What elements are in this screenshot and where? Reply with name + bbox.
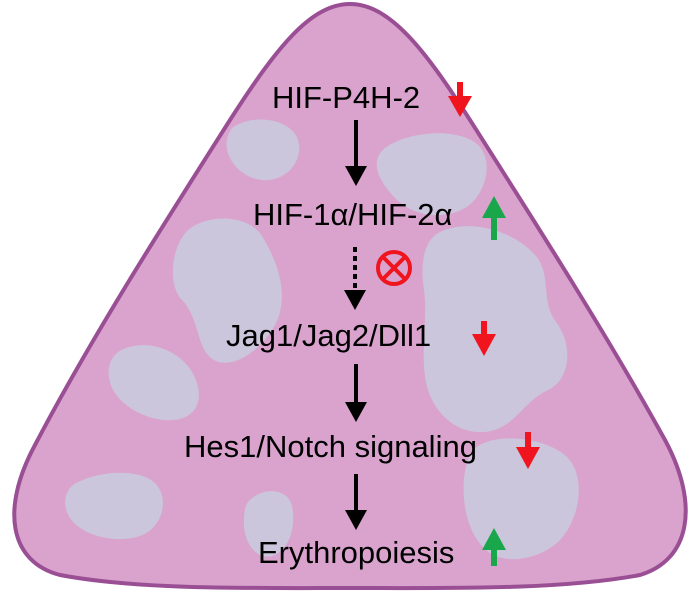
arrow-jag-to-hes (345, 364, 367, 422)
node-hif-alpha: HIF-1α/HIF-2α (253, 197, 453, 232)
cell-island (422, 226, 568, 433)
arrow-hes-to-erythropoiesis (345, 474, 367, 530)
arrow-down-icon (472, 321, 496, 356)
node-jag1-jag2-dll1: Jag1/Jag2/Dll1 (226, 318, 432, 353)
node-hes1-notch-signaling: Hes1/Notch signaling (184, 429, 477, 464)
node-erythropoiesis: Erythropoiesis (258, 535, 455, 570)
arrow-hif-p4h2-to-hif-alpha (345, 120, 367, 186)
cell-island (226, 119, 300, 181)
cell-island (244, 491, 294, 557)
cell-islands (65, 119, 579, 560)
cell-island (376, 133, 487, 216)
cell-island (172, 218, 282, 363)
pathway-arrows (344, 120, 367, 530)
arrow-down-icon (448, 82, 472, 117)
inhibition-icon (376, 250, 412, 286)
arrow-down-icon (516, 432, 540, 469)
cell-island (65, 472, 163, 540)
arrow-up-icon (482, 528, 506, 566)
cell-island (108, 345, 199, 421)
node-hif-p4h2: HIF-P4H-2 (272, 80, 421, 115)
arrow-up-icon (482, 196, 506, 240)
arrow-hif-alpha-to-jag-dashed (344, 247, 366, 310)
cell-island (463, 438, 579, 560)
